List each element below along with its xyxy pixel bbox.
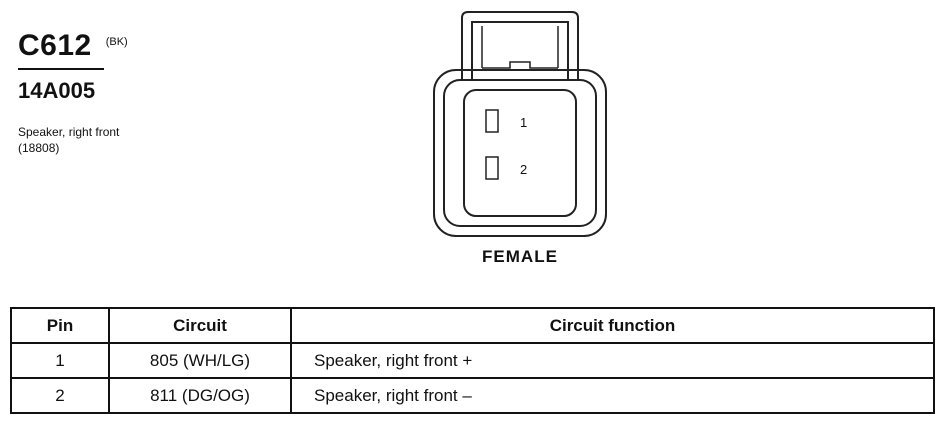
- header-circuit-function: Circuit function: [290, 307, 935, 344]
- connector-latch-inner: [471, 21, 569, 80]
- connector-id: C612: [18, 29, 92, 62]
- part-number: 14A005: [18, 78, 96, 103]
- description-line-1: Speaker, right front: [18, 125, 120, 139]
- connector-header: C612 (BK) 14A005 Speaker, right front (1…: [18, 28, 238, 156]
- connector-id-row: C612 (BK): [18, 28, 238, 64]
- table-header-row: Pin Circuit Circuit function: [10, 307, 935, 344]
- row-1-function: Speaker, right front +: [290, 342, 935, 379]
- pin-2-terminal: [485, 156, 499, 180]
- row-1-circuit: 805 (WH/LG): [108, 342, 292, 379]
- connector-color: (BK): [105, 36, 128, 48]
- connector-gender: FEMALE: [482, 247, 558, 266]
- table-row: 1 805 (WH/LG) Speaker, right front +: [10, 342, 935, 379]
- pin-1-terminal: [485, 109, 499, 133]
- pin-table: Pin Circuit Circuit function 1 805 (WH/L…: [10, 307, 935, 414]
- pin-1-label: 1: [520, 115, 527, 130]
- header-circuit: Circuit: [108, 307, 292, 344]
- connector-outer-housing: [433, 69, 607, 237]
- connector-latch-tab: [482, 61, 558, 69]
- row-2-circuit: 811 (DG/OG): [108, 377, 292, 414]
- connector-inner-housing: [443, 79, 597, 227]
- row-2-function: Speaker, right front –: [290, 377, 935, 414]
- header-pin: Pin: [10, 307, 110, 344]
- description-line-2: (18808): [18, 141, 60, 155]
- connector-description: Speaker, right front (18808): [18, 124, 238, 156]
- pin-2-label: 2: [520, 162, 527, 177]
- row-1-pin: 1: [10, 342, 110, 379]
- header-divider: [18, 68, 104, 70]
- connector-face-diagram: 1 2: [433, 11, 607, 237]
- row-2-pin: 2: [10, 377, 110, 414]
- table-row: 2 811 (DG/OG) Speaker, right front –: [10, 377, 935, 414]
- connector-pin-cavity: [463, 89, 577, 217]
- connector-latch-outer: [461, 11, 579, 80]
